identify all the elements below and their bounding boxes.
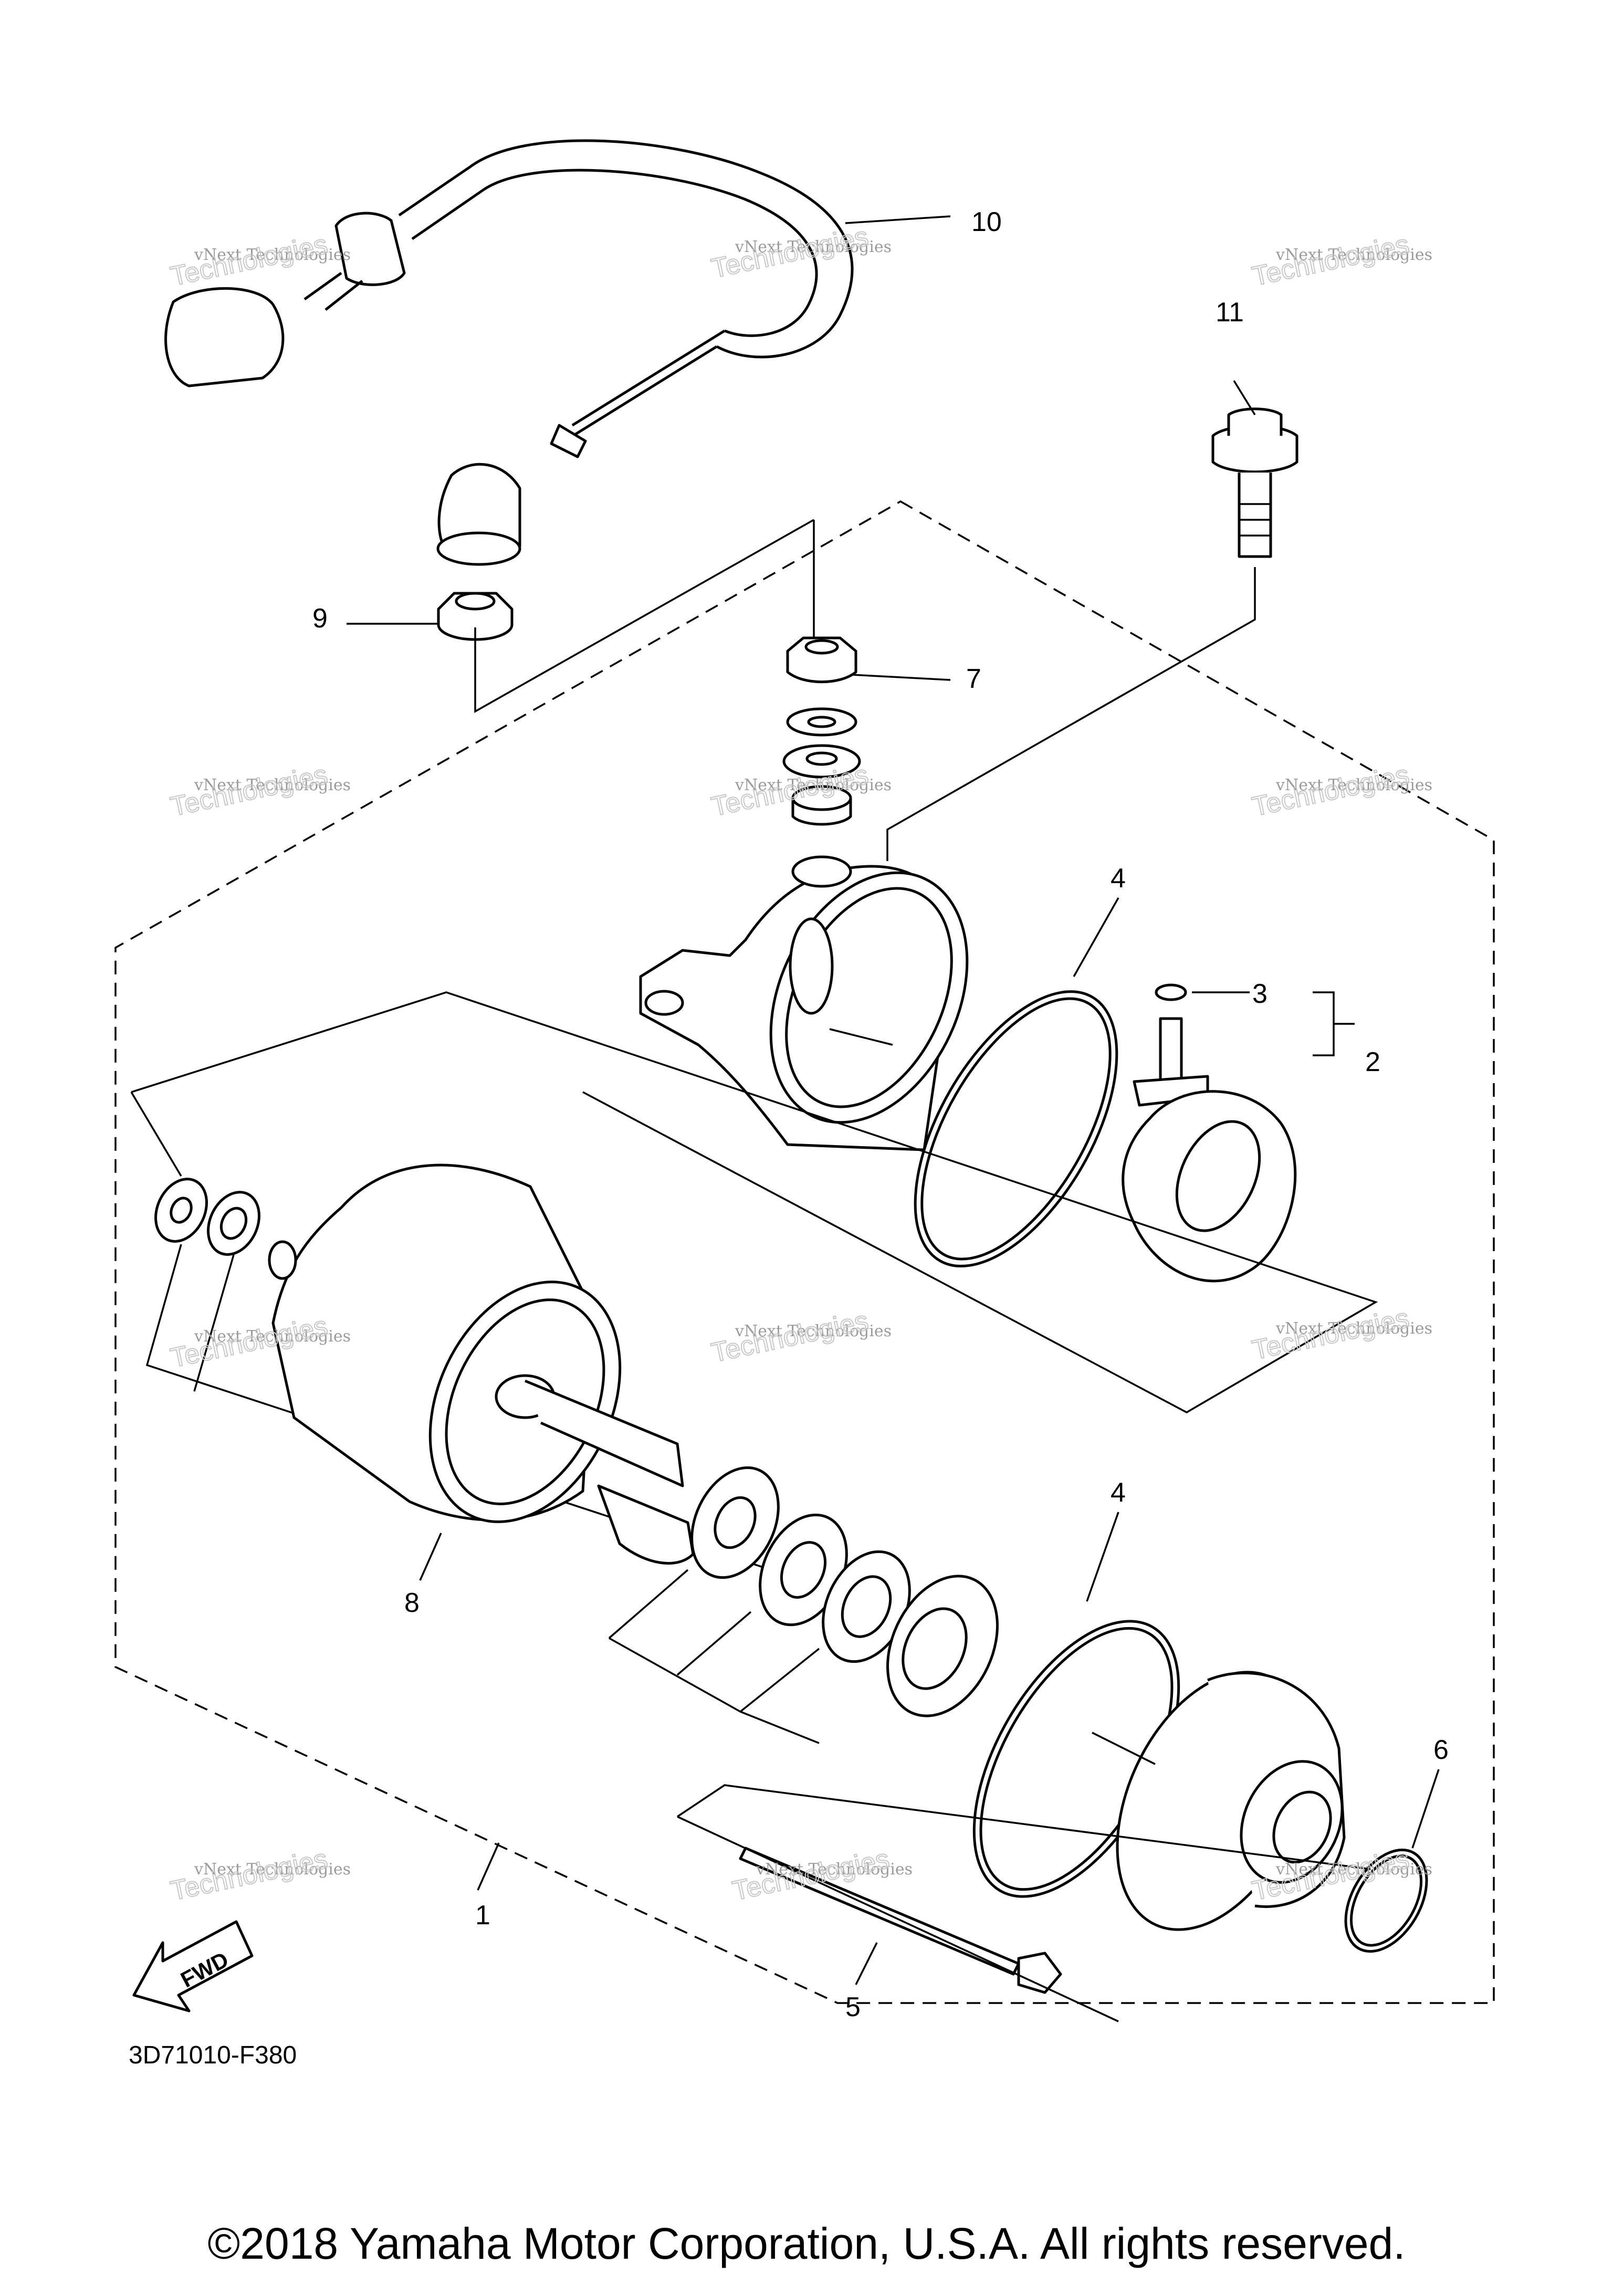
o-ring-6 — [1344, 1848, 1428, 1953]
svg-text:vNext Technologies: vNext Technologies — [194, 1860, 351, 1879]
callout-7: 7 — [966, 664, 981, 694]
svg-text:vNext Technologies: vNext Technologies — [194, 246, 351, 264]
callout-3: 3 — [1252, 979, 1268, 1009]
yoke-armature-8 — [268, 1163, 695, 1565]
leader-upper-group — [131, 991, 1378, 1414]
front-cover — [639, 855, 969, 1151]
callout-10: 9 — [312, 603, 328, 634]
svg-text:Technologies: Technologies — [1250, 1303, 1412, 1366]
svg-text:vNext Technologies: vNext Technologies — [735, 1322, 892, 1340]
lower-washers — [608, 1466, 999, 1744]
assembly-boundary — [114, 500, 1495, 2004]
brush-holder-2 — [1122, 983, 1355, 1283]
nut-10 — [437, 592, 514, 641]
diagram-code: 3D71010-F380 — [129, 2041, 297, 2069]
callout-8: 8 — [404, 1588, 420, 1618]
svg-text:vNext Technologies: vNext Technologies — [1275, 1319, 1432, 1338]
callout-11: 11 — [1216, 297, 1244, 328]
svg-text:vNext Technologies: vNext Technologies — [1275, 246, 1432, 264]
fwd-arrow-icon: FWD — [132, 1920, 254, 2012]
svg-text:Technologies: Technologies — [168, 1843, 330, 1906]
thrust-washers-left — [130, 1092, 820, 1587]
svg-text:Technologies: Technologies — [168, 229, 330, 292]
callout-2: 2 — [1365, 1047, 1380, 1077]
bolt-11 — [886, 407, 1298, 861]
svg-text:vNext Technologies: vNext Technologies — [735, 238, 892, 256]
callout-5: 5 — [845, 1992, 861, 2022]
callout-1: 1 — [475, 1900, 490, 1931]
through-bolt-5 — [677, 1784, 1371, 2022]
svg-text:Technologies: Technologies — [1250, 229, 1412, 292]
svg-text:vNext Technologies: vNext Technologies — [1275, 776, 1432, 794]
svg-text:vNext Technologies: vNext Technologies — [735, 776, 892, 794]
rear-cover — [1092, 1671, 1346, 1931]
copyright-notice: ©2018 Yamaha Motor Corporation, U.S.A. A… — [207, 2219, 1406, 2268]
callout-leaders — [347, 215, 1440, 1985]
callout-9: 10 — [971, 207, 1002, 237]
svg-text:Technologies: Technologies — [168, 759, 330, 822]
svg-text:vNext Technologies: vNext Technologies — [194, 1327, 351, 1346]
svg-text:vNext Technologies: vNext Technologies — [194, 776, 351, 794]
callout-4-upper: 4 — [1111, 863, 1126, 894]
svg-text:vNext Technologies: vNext Technologies — [1275, 1860, 1432, 1879]
nut-washer-stack-7 — [474, 519, 861, 826]
svg-text:Technologies: Technologies — [1250, 759, 1412, 822]
svg-text:vNext Technologies: vNext Technologies — [756, 1860, 913, 1879]
o-ring-upper — [914, 990, 1118, 1267]
callout-6: 6 — [1433, 1735, 1449, 1765]
svg-text:Technologies: Technologies — [709, 1305, 871, 1368]
starter-cable — [164, 139, 854, 566]
svg-text:Technologies: Technologies — [709, 221, 871, 284]
callout-4-lower: 4 — [1111, 1477, 1126, 1508]
